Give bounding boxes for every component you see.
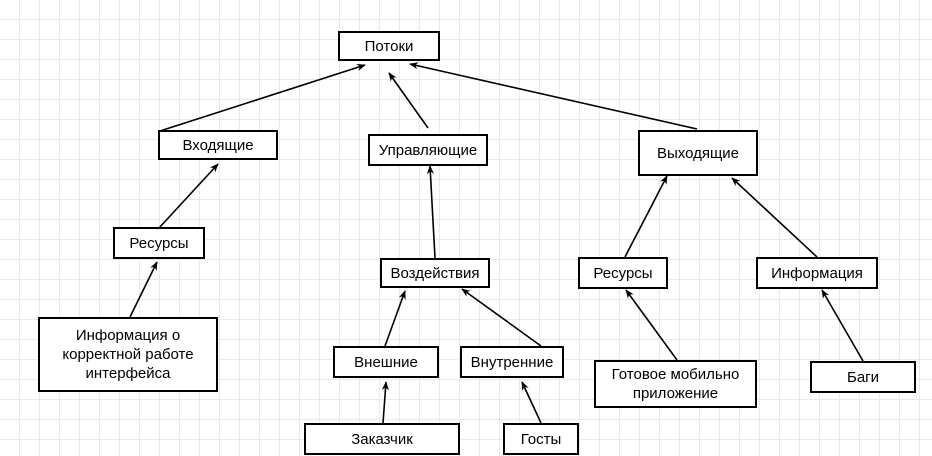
edge-vnutrennie-to-vozdeystviya <box>461 288 542 347</box>
node-vozdeystviya[interactable]: Воздействия <box>380 258 490 288</box>
edge-resursy_out-to-vykhodyashchie <box>624 175 668 258</box>
edge-zakazchik-to-vneshnie <box>381 381 389 424</box>
node-vkhodyashchie[interactable]: Входящие <box>158 130 278 160</box>
edge-info_correct-to-resursy_in <box>129 261 158 318</box>
node-vnutrennie[interactable]: Внутренние <box>460 346 564 378</box>
node-informatsiya[interactable]: Информация <box>756 257 878 289</box>
edge-upravlyayushchie-to-potoki <box>388 72 429 129</box>
edge-gotovoe-to-resursy_out <box>625 289 678 361</box>
node-potoki[interactable]: Потоки <box>338 31 440 61</box>
edge-vkhodyashchie-to-potoki <box>159 64 366 132</box>
node-upravlyayushchie[interactable]: Управляющие <box>368 134 488 166</box>
node-zakazchik[interactable]: Заказчик <box>304 423 460 455</box>
node-gosty[interactable]: Госты <box>503 423 579 455</box>
node-resursy-incoming[interactable]: Ресурсы <box>113 227 205 259</box>
edge-vozdeystviya-to-upravlyayushchie <box>426 165 436 259</box>
edge-bagi-to-informatsiya <box>821 289 864 362</box>
edge-informatsiya-to-vykhodyashchie <box>731 177 818 258</box>
node-resursy-outgoing[interactable]: Ресурсы <box>578 257 668 289</box>
node-gotovoe-prilozhenie[interactable]: Готовое мобильно приложение <box>594 360 757 408</box>
edge-vneshnie-to-vozdeystviya <box>384 290 406 347</box>
node-vneshnie[interactable]: Внешние <box>333 346 439 378</box>
edge-gosty-to-vnutrennie <box>521 381 542 424</box>
node-vykhodyashchie[interactable]: Выходящие <box>638 130 758 176</box>
node-bagi[interactable]: Баги <box>810 361 916 393</box>
edge-resursy_in-to-vkhodyashchie <box>158 163 219 229</box>
node-info-correct-interface[interactable]: Информация о корректной работе интерфейс… <box>38 317 218 392</box>
edge-vykhodyashchie-to-potoki <box>409 62 698 130</box>
